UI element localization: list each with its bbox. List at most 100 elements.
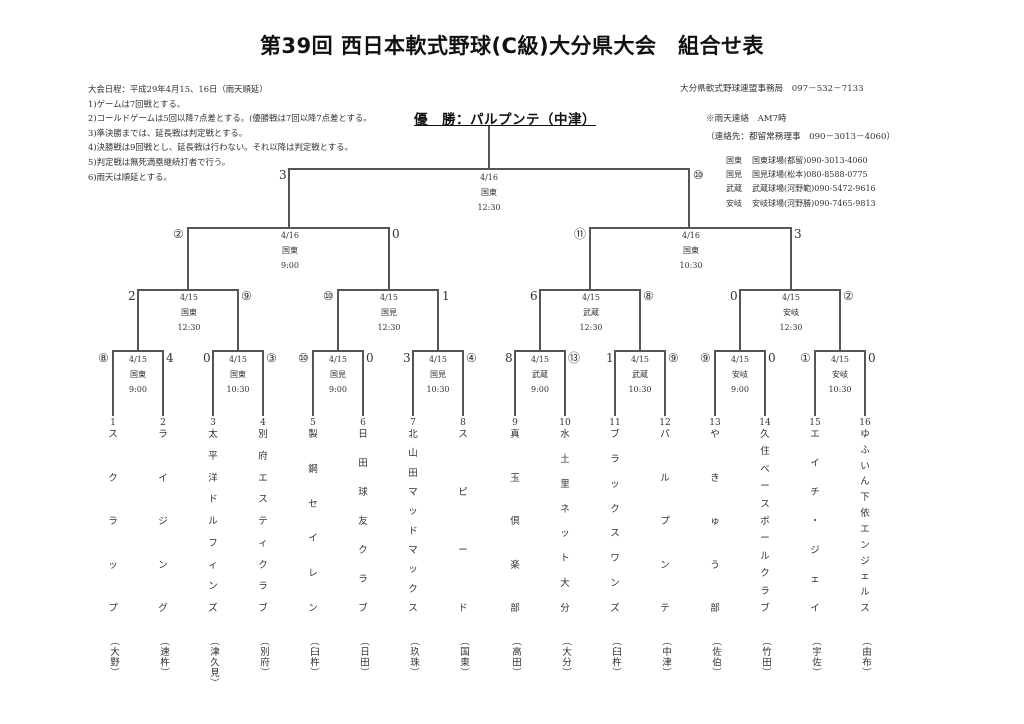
team-name-char: ト bbox=[560, 553, 570, 565]
team-name-char: ベ bbox=[760, 463, 770, 475]
team-name-char: ジ bbox=[860, 555, 870, 567]
team-name-char: グ bbox=[158, 603, 168, 614]
semi2-score-right: 3 bbox=[794, 227, 802, 241]
team-number: 13 bbox=[709, 418, 721, 428]
match-venue: 国東 bbox=[130, 370, 146, 379]
qf2-score-left: ⑩ bbox=[323, 289, 334, 303]
team-name-char: レ bbox=[308, 568, 318, 580]
team-name-char: ゅ bbox=[710, 516, 720, 527]
r1-4-right bbox=[462, 350, 464, 416]
match-time: 9:00 bbox=[329, 385, 347, 394]
semi1-top bbox=[187, 227, 390, 229]
r1-2-match-info: 4/15 国東 10:30 bbox=[198, 352, 278, 397]
match-venue: 国見 bbox=[381, 308, 397, 317]
match-venue: 安岐 bbox=[732, 370, 748, 379]
qf1-right bbox=[237, 289, 239, 351]
team-name-char: ー bbox=[760, 533, 770, 545]
team-name-char: ジ bbox=[810, 545, 820, 556]
team-name-char: イ bbox=[810, 458, 820, 469]
team-name-char: ん bbox=[860, 476, 870, 488]
match-time: 12:30 bbox=[177, 323, 201, 332]
r1-1-right bbox=[162, 350, 164, 416]
r1-4-left bbox=[412, 350, 414, 416]
team-name-char: ー bbox=[458, 545, 468, 556]
team-name-char: 平 bbox=[208, 450, 218, 462]
r1-8-score-right: 0 bbox=[868, 351, 876, 365]
team-name-char: ン bbox=[208, 581, 218, 593]
team-name-char: 下 bbox=[860, 492, 870, 504]
team-home-city: （宇佐） bbox=[810, 636, 821, 678]
match-venue: 武蔵 bbox=[532, 370, 548, 379]
match-time: 10:30 bbox=[679, 261, 703, 270]
team-name: 製鋼セイレン bbox=[305, 429, 321, 614]
team-name-char: や bbox=[710, 429, 720, 440]
team-home-city: （佐伯） bbox=[710, 636, 721, 678]
match-venue: 国東 bbox=[481, 188, 497, 197]
team-name-char: 別 bbox=[258, 429, 268, 440]
team-name-char: ス bbox=[860, 602, 870, 614]
team-name-char: ド bbox=[208, 494, 218, 506]
team-name-char: ン bbox=[610, 578, 620, 590]
final-top bbox=[288, 168, 690, 170]
team-name-char: ・ bbox=[810, 516, 820, 527]
match-venue: 武蔵 bbox=[632, 370, 648, 379]
team-home-city: （大分） bbox=[560, 636, 571, 678]
team-name-char: ス bbox=[408, 602, 418, 614]
team-name-char: チ bbox=[810, 487, 820, 498]
r1-6-top bbox=[614, 350, 666, 352]
match-time: 10:30 bbox=[226, 385, 250, 394]
team-name-char: ル bbox=[760, 550, 770, 562]
team-name: 太平洋ドルフィンズ bbox=[205, 429, 221, 614]
team-name: パルプンテ bbox=[657, 429, 673, 614]
match-venue: 武蔵 bbox=[583, 308, 599, 317]
r1-3-left bbox=[312, 350, 314, 416]
team-name-char: 球 bbox=[358, 487, 368, 498]
team-name-char: ク bbox=[358, 545, 368, 556]
team-home-city: （高田） bbox=[510, 636, 521, 678]
qf2-match-info: 4/15 国見 12:30 bbox=[349, 290, 429, 335]
team-number: 8 bbox=[460, 418, 466, 428]
team-number: 9 bbox=[512, 418, 518, 428]
team-name-char: ラ bbox=[760, 585, 770, 597]
match-time: 9:00 bbox=[731, 385, 749, 394]
team-name-char: い bbox=[860, 460, 870, 472]
r1-6-match-info: 4/15 武蔵 10:30 bbox=[600, 352, 680, 397]
match-time: 9:00 bbox=[531, 385, 549, 394]
r1-7-match-info: 4/15 安岐 9:00 bbox=[700, 352, 780, 397]
team-name: 別府エスティクラブ bbox=[255, 429, 271, 614]
team-name-char: 倶 bbox=[510, 516, 520, 527]
team-name-char: 楽 bbox=[510, 559, 520, 571]
match-venue: 国東 bbox=[230, 370, 246, 379]
match-date: 4/15 bbox=[531, 355, 549, 364]
team-name-char: テ bbox=[660, 603, 670, 614]
qf4-match-info: 4/15 安岐 12:30 bbox=[751, 290, 831, 335]
r1-6-left bbox=[614, 350, 616, 416]
team-name-char: プ bbox=[660, 516, 670, 527]
final-score-left: 3 bbox=[279, 168, 287, 182]
r1-1-score-left: ⑧ bbox=[98, 351, 109, 365]
r1-8-top bbox=[814, 350, 866, 352]
team-name-char: ゆ bbox=[860, 429, 870, 440]
rain-notice-time: ※雨天連絡 AM7時 bbox=[706, 114, 787, 124]
team-number: 10 bbox=[559, 418, 571, 428]
semi1-match-info: 4/16 国東 9:00 bbox=[250, 228, 330, 273]
r1-6-score-left: 1 bbox=[606, 351, 614, 365]
match-time: 12:30 bbox=[377, 323, 401, 332]
r1-2-score-right: ③ bbox=[266, 351, 277, 365]
team-name-char: テ bbox=[258, 516, 268, 527]
team-name: 水土里ネット大分 bbox=[557, 429, 573, 614]
team-name-char: ス bbox=[108, 429, 118, 440]
match-date: 4/15 bbox=[582, 293, 600, 302]
r1-2-top bbox=[212, 350, 264, 352]
match-time: 12:30 bbox=[579, 323, 603, 332]
venue-detail: 国東球場(都留)090-3013-4060 bbox=[752, 156, 868, 165]
match-date: 4/16 bbox=[480, 173, 498, 182]
r1-2-right bbox=[262, 350, 264, 416]
team-name-char: ブ bbox=[760, 602, 770, 614]
qf4-top bbox=[739, 289, 841, 291]
r1-7-top bbox=[714, 350, 766, 352]
